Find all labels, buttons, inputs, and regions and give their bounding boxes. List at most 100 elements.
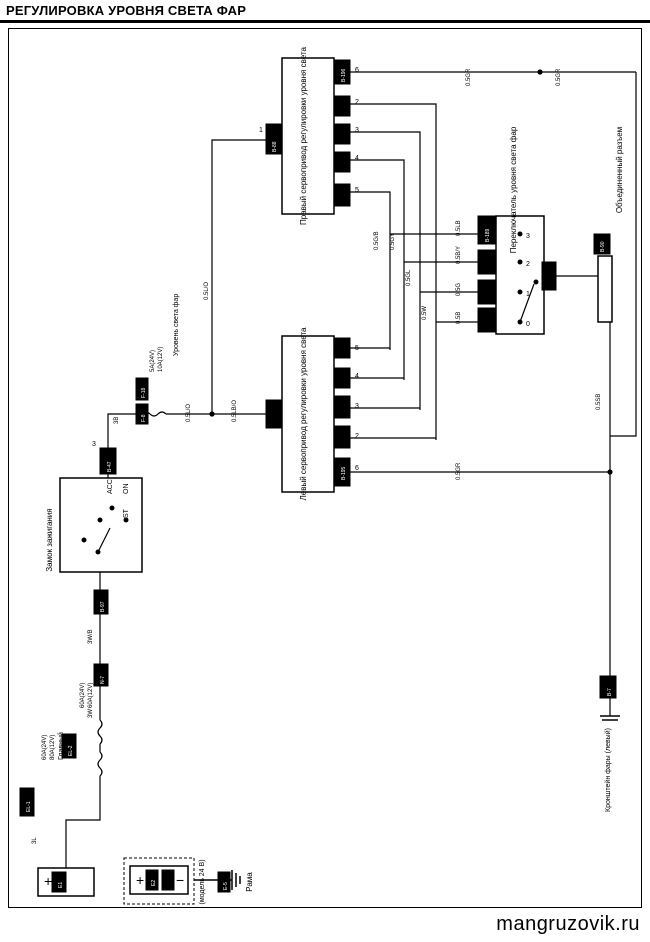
ground-label: Рама [245,872,254,892]
battery-24v-label: (модель 24 В) [199,859,206,904]
misc-connectors: Кронштейн фары (левый) [93,589,620,812]
wire-right-2 [350,103,437,440]
contact-3 [517,231,523,237]
wl-05g: 0.5G [456,283,462,296]
cl-b97: B-97 [100,601,106,612]
ign-contact-d [123,517,129,523]
cl-e5: E-5 [223,882,229,890]
wire-fuse-right [211,139,266,414]
wire-battery-main [65,776,101,868]
cl-f18: F-18 [141,388,147,399]
wl-05lo2: 0.5L/O [186,404,192,422]
ign-contact-b [97,517,103,523]
connector-labels: B-196 B-195 B-88 B-189 B-90 B-97 B-47 N-… [26,68,613,890]
fuses: 60A(24V) 80A(12V) Главный 60A(24V) 60A(1… [19,294,180,817]
ign-pos-st: ST [123,508,130,518]
ignition-switch-box [59,477,143,573]
connector-b195-5 [333,337,351,359]
cl-n7: N-7 [100,676,106,684]
wl-05lo: 0.5L/O [204,282,210,300]
bracket-label: Кронштейн фары (левый) [604,728,612,812]
wire-right-4 [350,159,405,380]
connector-b195-4 [333,367,351,389]
wl-05sb: 0.5SB [596,394,602,410]
connector-e5 [217,871,231,893]
pos-0: 0 [526,321,530,328]
connector-b97 [93,589,109,615]
wl-05gr3: 0.5GR [456,462,462,480]
b47-pin: 3 [92,441,96,448]
pin-3-label: 3 [355,127,359,134]
ignition-switch-label: Замок зажигания [45,508,54,571]
junction-3 [607,469,613,475]
connector-n7 [93,663,109,687]
connector-b189-e [541,261,557,291]
wl-05gr2: 0.5GR [556,68,562,86]
level-fuse-rating-2: 10A(12V) [158,347,164,372]
wl-05lb: 0.5LB [456,220,462,236]
wl-05by: 0.5B/Y [456,246,462,264]
connector-b189-a [477,215,497,245]
connector-b195-3 [333,395,351,419]
wl-3wb: 3W/B [88,629,94,644]
title-rule [0,20,650,23]
wire-b47-fuse [107,413,142,448]
level-fuse-rating-1: 5A(24V) [150,350,156,372]
cl-b189: B-189 [485,228,491,242]
battery-area: + + − (модель 24 В) Рама [37,857,254,905]
level-switch: Переключатель уровня света фар 3 2 1 0 [477,126,557,335]
connector-e2 [145,869,159,891]
connector-el1 [19,787,35,817]
pos-2: 2 [526,261,530,268]
connector-b196-2 [333,95,351,117]
pos-1: 1 [526,291,530,298]
wl-05gb: 0.5G/B [374,231,380,250]
pin-6-label-left: 6 [355,465,359,472]
ignition-switch: Замок зажигания ACC ON ST 3 [45,441,143,573]
connector-f18 [135,377,149,401]
wire-joint-right [609,72,637,437]
cl-b7: B-7 [607,688,613,696]
left-actuator-label: Левый сервопривод регулировки уровня све… [299,327,308,501]
page-title: РЕГУЛИРОВКА УРОВНЯ СВЕТА ФАР [6,3,247,18]
ign-arm [97,527,111,553]
wl-05gl: 0.5GL [406,269,412,286]
battery-24v-box [123,857,195,905]
level-fuse-label: Уровень света фар [173,294,180,356]
pin-3-label-left: 3 [355,403,359,410]
pin-4-label-left: 4 [355,373,359,380]
connector-b189-c [477,279,497,305]
wl-3w: 3W [88,709,94,718]
battery2-plus: + [136,872,144,888]
cl-e1: E1 [58,882,64,888]
cl-e2: E2 [151,880,157,886]
pin-2-label: 2 [355,99,359,106]
wire-right-5 [350,191,391,350]
pin-4-label: 4 [355,155,359,162]
cl-b195: B-195 [341,466,347,480]
battery2-minus: − [176,872,184,888]
connector-b7 [599,675,617,699]
right-actuator: Правый сервопривод регулировки уровня св… [259,46,359,224]
connector-e1 [51,871,67,893]
ign-fuse [97,719,103,745]
cl-el2: EL-2 [68,745,74,756]
joint-connector: Объединенный разъем [593,127,624,323]
wire-labels: 0.5GR 0.5GY 0.5GL 0.5LB 0.5B 0.5L/O 0.5G… [32,68,602,844]
cl-b88: B-88 [272,141,278,152]
connector-b196-4 [333,151,351,173]
right-actuator-box [281,57,335,215]
pin-6-label: 6 [355,67,359,74]
battery-plus: + [44,873,52,889]
connector-b196-3 [333,123,351,145]
main-fuse-label: Главный [57,732,65,760]
switch-arm [519,283,535,323]
ign-contact-c [109,505,115,511]
diagram-frame [8,28,642,908]
left-actuator-box [281,335,335,493]
wires [65,69,637,868]
battery-second [129,865,189,895]
cl-b90: B-90 [600,241,606,252]
ign-pos-acc: ACC [107,479,114,494]
connector-b189-b [477,249,497,275]
